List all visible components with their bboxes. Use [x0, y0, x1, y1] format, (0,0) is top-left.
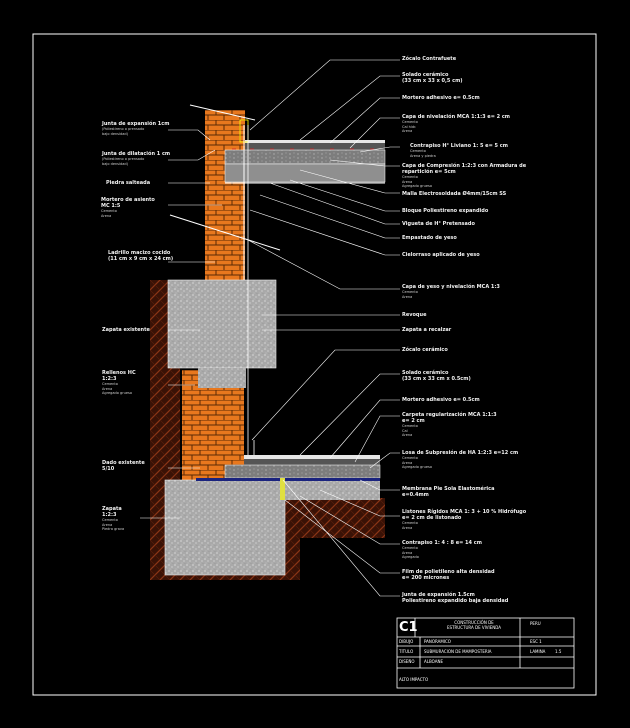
- title-block-footer: ALTO IMPACTO: [399, 677, 429, 682]
- label-solado: Solado cerámico (33 cm x 33 x 0,5 cm): [402, 72, 463, 84]
- insulation-strip: [280, 478, 285, 500]
- title-block-grid: [396, 617, 575, 689]
- label-ladrillo: Ladrillo macizo cocido (11 cm x 9 cm x 2…: [108, 250, 174, 262]
- brick-wall-lower: [182, 370, 244, 480]
- label-cielorraso: Cielorraso aplicado de yeso: [402, 252, 480, 258]
- label-mortero-adhesivo-2: Mortero adhesivo e= 0.5cm: [402, 397, 480, 403]
- brick-wall-upper: [205, 110, 245, 280]
- title-block-row1-right: ESC 1: [530, 639, 542, 644]
- soil-under-slab: [290, 498, 385, 538]
- label-membrana: Membrana Pie Sola Elastomérica e=0.4mm: [402, 486, 495, 498]
- label-vigueta: Vigueta de H° Pretensado: [402, 221, 475, 227]
- label-solado-2: Solado cerámico (33 cm x 33 cm x 0.5cm): [402, 370, 471, 382]
- title-block-sheet: PERU: [530, 621, 541, 626]
- sheet-border: [32, 33, 597, 696]
- label-listones: Listones Rígidos MCA 1: 3 + 10 % Hidrófu…: [402, 509, 527, 530]
- lower-subslab: [285, 481, 380, 500]
- upper-slab-blocks: [224, 163, 386, 183]
- label-malla: Malla Electrosoldada Ø4mm/15cm SS: [402, 191, 507, 197]
- footing-fill: [198, 368, 246, 388]
- label-zapata-recalzar: Zapata a recalzar: [402, 327, 452, 333]
- label-junta-expansion: Junta de expansión 1cm(Poliestireno o pr…: [102, 121, 170, 136]
- label-junta-dilatacion: Junta de dilatación 1 cm(Poliestireno o …: [102, 151, 171, 166]
- lower-slab-concrete: [224, 464, 381, 479]
- upper-slab-tile: [245, 140, 385, 143]
- lower-membrane: [196, 478, 380, 481]
- label-zocalo: Zócalo Contrafuete: [402, 56, 457, 62]
- label-mortero-adhesivo: Mortero adhesivo e= 0.5cm: [402, 95, 480, 101]
- label-piedra: Piedra salteada: [106, 180, 151, 186]
- upper-slab-mortar: [245, 143, 385, 150]
- title-block-row1-key: DIBUJO: [399, 639, 414, 644]
- lower-slab-mortar: [244, 459, 380, 465]
- title-block-row2-right-key: LAMINA: [530, 649, 546, 654]
- label-junta-expansion-right: Junta de expansión 1.5cm Poliestireno ex…: [402, 592, 509, 604]
- new-footing: [164, 479, 286, 576]
- label-film: Film de polietileno alta densidad e= 200…: [402, 569, 495, 581]
- label-bloque: Bloque Poliestireno expandido: [402, 208, 489, 214]
- title-block-row2-val: SUBMURACION DE MAMPOSTERIA: [424, 649, 492, 654]
- lower-slab-tile: [244, 455, 380, 459]
- title-block-row3-val: ALBOANE: [424, 659, 443, 664]
- existing-footing: [167, 279, 277, 369]
- title-block-row1-val: PANORAMICO: [424, 639, 451, 644]
- title-block-row2-right-val: 1.5: [555, 649, 562, 654]
- label-revoque: Revoque: [402, 312, 427, 318]
- title-block-project: CONSTRUCCIÓN DE ESTRUCTURA DE VIVIENDA: [447, 620, 501, 630]
- label-capa-compresion: Capa de Compresión 1:2:3 con Armadura de…: [402, 163, 527, 188]
- title-block-row3-key: DISEÑO: [399, 659, 415, 664]
- label-dado: Dado existente 5/10: [102, 460, 145, 472]
- title-block-row2-key: TITULO: [399, 649, 414, 654]
- label-capa-regularizacion: Carpeta regularización MCA 1:1:3 e= 2 cm…: [402, 412, 497, 437]
- title-block-code: C1: [399, 620, 418, 635]
- label-zapata-existente: Zapata existente: [102, 327, 150, 333]
- label-zocalo-ceramico: Zócalo cerámico: [402, 347, 448, 353]
- label-empastado: Empastado de yeso: [402, 235, 457, 241]
